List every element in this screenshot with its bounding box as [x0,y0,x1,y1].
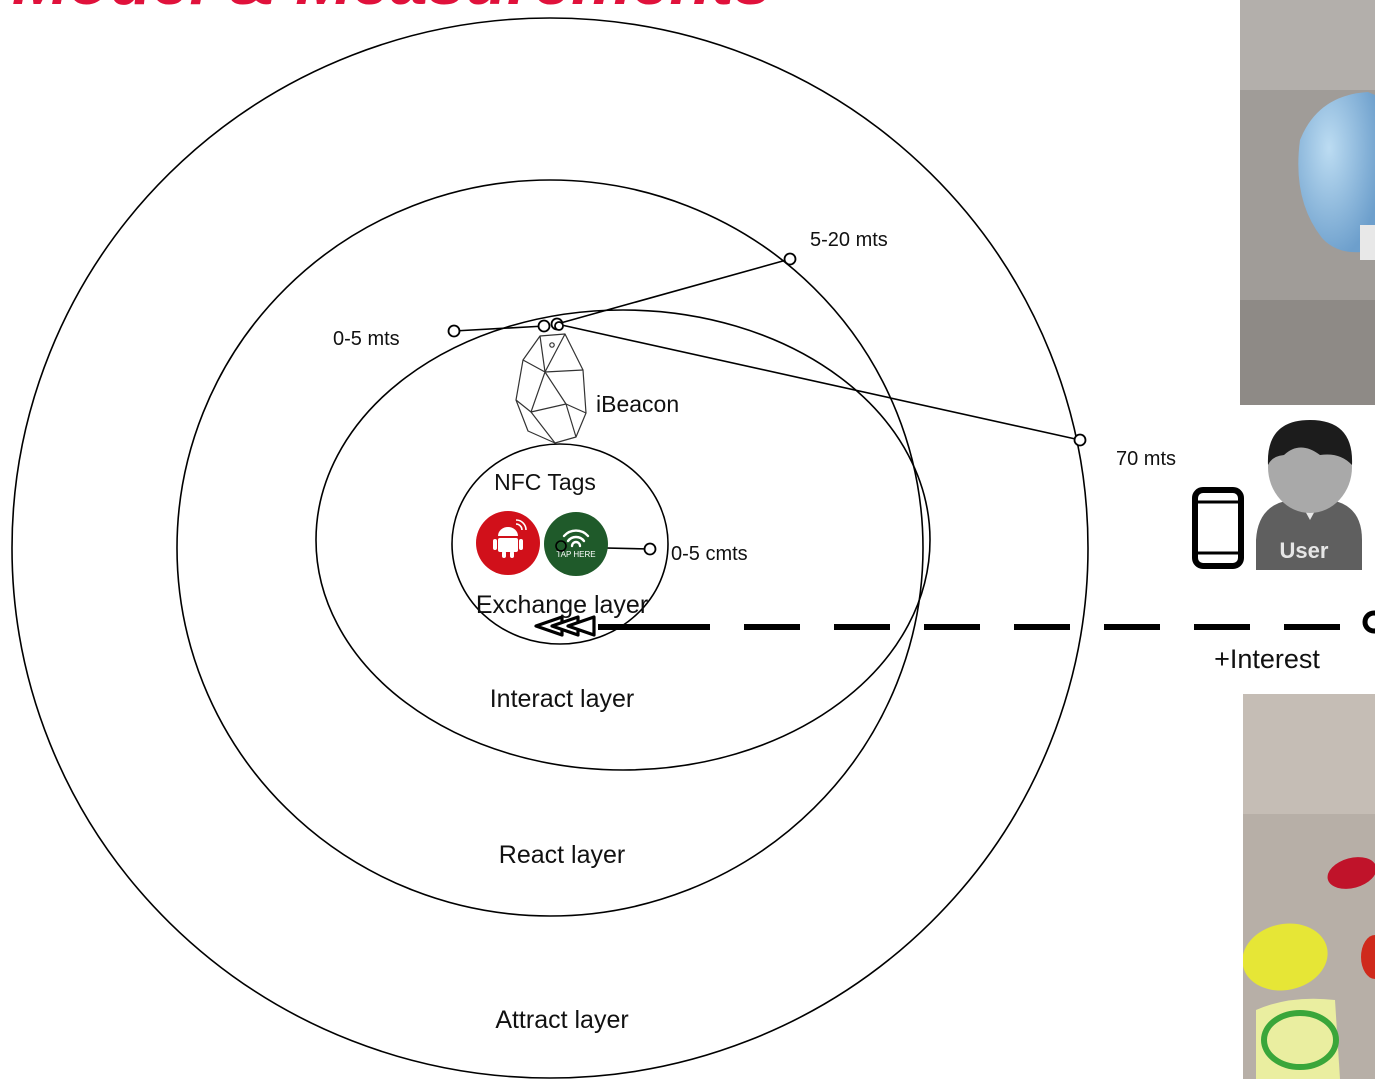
nfc-tag-green: TAP HERE [544,512,608,576]
distance-nfc-label: 0-5 cmts [671,543,748,565]
interest-label: +Interest [1214,644,1320,674]
attract-ring [11,17,1089,1079]
user-avatar-icon: User [1253,418,1363,570]
smartphone-icon [1192,487,1244,569]
react-layer-label: React layer [499,841,625,869]
interest-arrow [534,610,1375,637]
nfc-tag-android [476,511,540,575]
nfc-tags-photo [1243,694,1375,1079]
distance-mid-label: 5-20 mts [810,229,888,251]
exchange-ring [451,443,669,645]
user-label: User [1280,538,1329,563]
page-title: Model & Measurements [12,0,772,19]
endpoint-mid [783,252,797,266]
distance-far-label: 70 mts [1116,448,1176,470]
beacon-photo [1240,0,1375,405]
nfc-tap-text: TAP HERE [556,550,595,559]
endpoint-beacon-a [537,319,551,333]
nfc-endpoint [555,540,567,552]
exchange-layer-label: Exchange layer [476,591,648,619]
attract-layer-label: Attract layer [495,1006,628,1034]
distance-near-label: 0-5 mts [333,328,400,350]
endpoint-nfc [643,542,657,556]
endpoint-beacon-c [554,321,564,331]
endpoint-far [1073,433,1087,447]
nfc-tags-label: NFC Tags [494,469,596,495]
interact-ring [315,309,931,771]
react-ring [176,179,924,917]
range-endpoints [447,252,1087,556]
interact-layer-label: Interact layer [490,685,635,713]
layer-rings [11,17,1089,1079]
ibeacon-icon [515,333,587,444]
endpoint-near [447,324,461,338]
ibeacon-label: iBeacon [596,391,679,417]
